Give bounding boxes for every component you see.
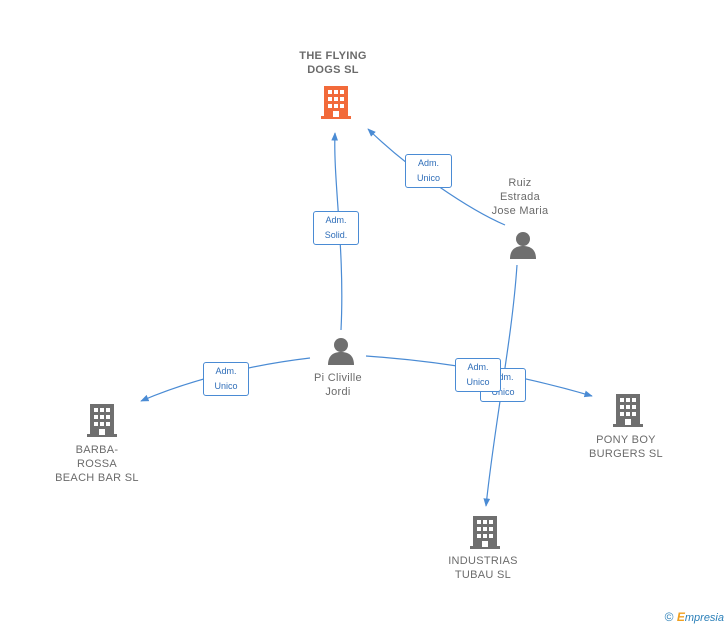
building-icon[interactable] — [469, 514, 501, 550]
edge-label-line: Adm. — [467, 362, 489, 372]
node-line: BARBA- — [75, 444, 119, 456]
company-label-flying-dogs[interactable]: THE FLYING DOGS SL — [283, 49, 383, 77]
node-line: Jose Maria — [491, 205, 549, 217]
person-icon[interactable] — [508, 230, 538, 260]
node-line: Ruiz — [508, 177, 532, 189]
node-line: INDUSTRIAS — [448, 555, 518, 567]
node-line: PONY BOY — [596, 434, 656, 446]
edge-label-line: Unico — [214, 381, 238, 391]
brand-logo-text: mpresia — [684, 612, 724, 624]
node-line: Estrada — [499, 191, 540, 203]
person-icon[interactable] — [326, 336, 356, 366]
person-label-pi-cliville[interactable]: Pi Cliville Jordi — [288, 371, 388, 399]
edge-label-line: Solid. — [324, 230, 348, 240]
edge-label-line: Adm. — [325, 215, 347, 225]
node-line: Pi Cliville — [314, 372, 362, 384]
building-icon[interactable] — [86, 402, 118, 438]
node-line: DOGS SL — [307, 64, 359, 76]
edge-label-ruiz-flying-dogs[interactable]: Adm. Unico — [405, 154, 452, 188]
node-line: Jordi — [325, 386, 351, 398]
brand-logo-letter: E — [676, 610, 685, 624]
edge-label-line: Unico — [416, 173, 440, 183]
edge-label-pi-flying-dogs[interactable]: Adm. Solid. — [313, 211, 359, 245]
edge-label-line: Adm. — [417, 158, 439, 168]
building-icon[interactable] — [320, 84, 352, 120]
person-label-ruiz[interactable]: Ruiz Estrada Jose Maria — [470, 176, 570, 218]
node-line: BEACH BAR SL — [55, 472, 139, 484]
company-label-industrias-tubau[interactable]: INDUSTRIAS TUBAU SL — [433, 554, 533, 582]
node-line: THE FLYING — [299, 50, 367, 62]
edge-label-pi-pony-boy[interactable]: Adm. Unico — [455, 358, 501, 392]
edge-label-line: Adm. — [215, 366, 237, 376]
node-line: TUBAU SL — [454, 569, 512, 581]
company-label-pony-boy[interactable]: PONY BOY BURGERS SL — [576, 433, 676, 461]
edge-label-pi-barbarossa[interactable]: Adm. Unico — [203, 362, 249, 396]
edge-label-line: Unico — [491, 387, 515, 397]
building-icon[interactable] — [612, 392, 644, 428]
copyright-symbol: © — [664, 610, 674, 624]
node-line: BURGERS SL — [589, 448, 663, 460]
node-line: ROSSA — [76, 458, 117, 470]
company-label-barbarossa[interactable]: BARBA- ROSSA BEACH BAR SL — [47, 443, 147, 485]
copyright-brand[interactable]: © Empresia — [665, 610, 724, 624]
edge-label-line: Adm. — [492, 372, 514, 382]
edge-label-line: Unico — [466, 377, 490, 387]
